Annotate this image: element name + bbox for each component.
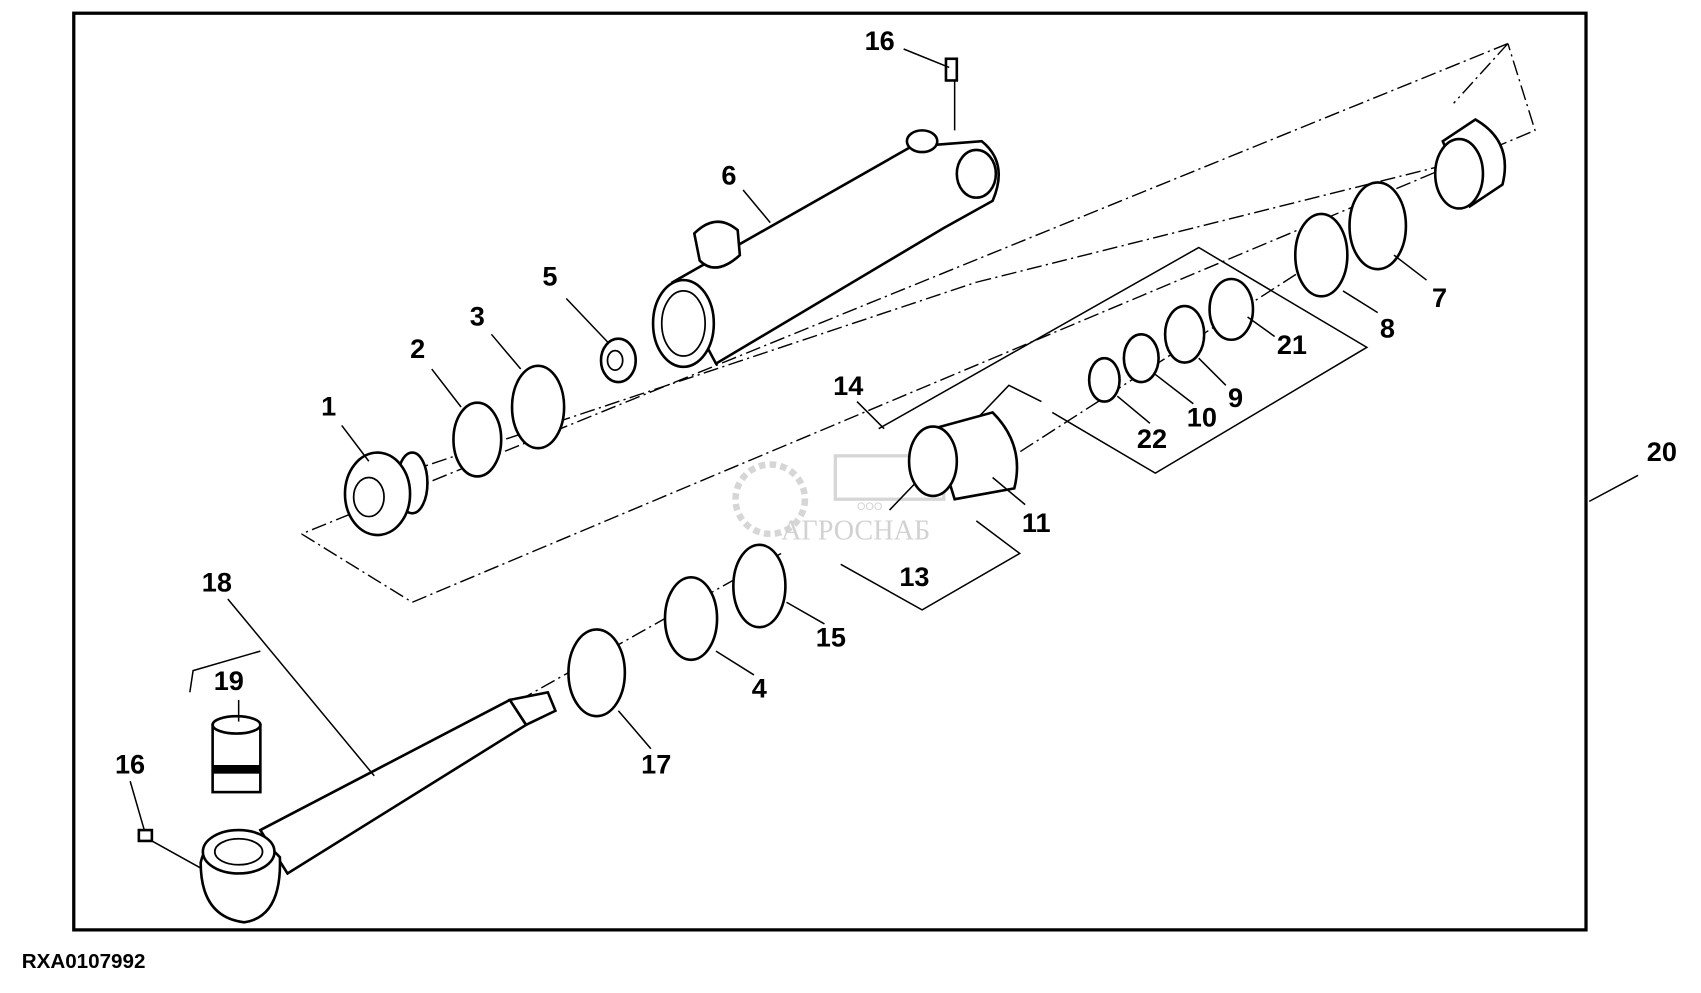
callout-11: 11 (1022, 507, 1051, 538)
callout-17: 17 (641, 749, 671, 780)
callout-2: 2 (410, 333, 425, 364)
part-18-rod (199, 690, 558, 924)
callout-9: 9 (1228, 382, 1243, 413)
callout-10: 10 (1187, 402, 1217, 433)
callout-7: 7 (1432, 282, 1447, 313)
callout-19: 19 (214, 665, 244, 696)
diagram-frame (72, 11, 1588, 932)
callout-4: 4 (752, 673, 767, 704)
part-16-grease-fitting-top (944, 57, 959, 82)
callout-14: 14 (833, 370, 863, 401)
assembly-outline (301, 42, 1536, 604)
part-9-seal (1163, 304, 1206, 364)
kit-14-outline (878, 246, 1369, 475)
part-6-cylinder-barrel (651, 129, 1000, 369)
callout-3: 3 (470, 301, 485, 332)
callout-15: 15 (816, 622, 846, 653)
leader-lines (129, 48, 1639, 869)
callout-18: 18 (202, 566, 232, 597)
part-2-ring (452, 401, 503, 478)
part-10-seal (1122, 333, 1160, 384)
part-5-nut (599, 337, 638, 384)
part-16-grease-fitting-bottom (137, 828, 154, 843)
callout-20: 20 (1647, 436, 1677, 467)
part-22-seal (1087, 356, 1121, 403)
part-1-piston (343, 451, 429, 537)
figure-code: RXA0107992 (22, 950, 146, 973)
part-15-ring (732, 543, 787, 629)
callout-21: 21 (1277, 329, 1307, 360)
callout-8: 8 (1380, 313, 1395, 344)
part-8-ring (1293, 212, 1349, 298)
part-4-ring (663, 576, 719, 662)
callout-16-bottom: 16 (115, 749, 145, 780)
part-17-ring (567, 628, 627, 718)
callout-5: 5 (542, 261, 557, 292)
part-3-ring (510, 364, 566, 450)
callout-6: 6 (721, 160, 736, 191)
watermark-prefix: ООО (857, 501, 882, 513)
callout-1: 1 (321, 391, 336, 422)
part-20-head (1433, 117, 1507, 210)
callout-22: 22 (1137, 423, 1167, 454)
watermark-company: АГРОСНАБ (781, 515, 930, 546)
part-19-bushing (211, 714, 262, 794)
callout-16-top: 16 (865, 25, 895, 56)
callout-13: 13 (899, 561, 929, 592)
part-7-ring (1348, 181, 1408, 271)
part-21-seal (1208, 277, 1255, 342)
part-11-gland (907, 410, 1019, 501)
